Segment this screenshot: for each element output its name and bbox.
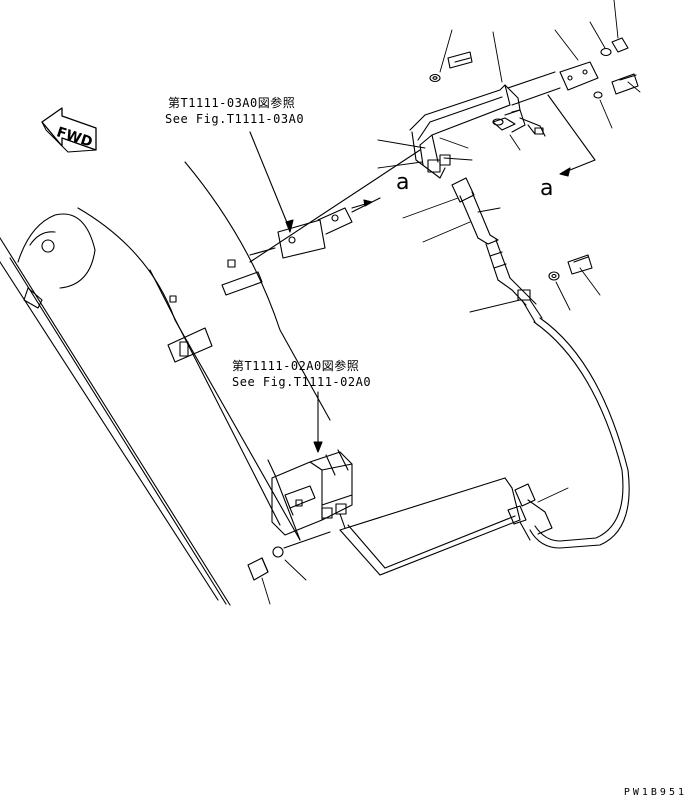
drawing-code: PW1B951	[623, 787, 687, 798]
ref-upper-leader	[249, 131, 291, 231]
ref-upper-en: See Fig.T1111-03A0	[165, 112, 305, 126]
ref-lower-jp: 第T1111-02A0図参照	[232, 359, 360, 373]
ref-upper-jp: 第T1111-03A0図参照	[168, 96, 296, 110]
boom-frame-outline	[0, 161, 331, 606]
flex-hose	[529, 317, 630, 549]
view-label-a-left: a	[396, 170, 410, 195]
upper-hose-fittings	[451, 177, 543, 323]
upper-bracket	[249, 197, 381, 259]
view-label-a-right: a	[540, 176, 554, 201]
bottom-nut-plug	[247, 531, 331, 581]
hose-bolt	[548, 254, 593, 281]
valve-block	[271, 449, 353, 536]
top-bolt	[429, 51, 473, 83]
frame-clamps	[167, 259, 263, 363]
right-bracket	[559, 37, 639, 99]
lower-tube	[339, 477, 521, 576]
callout-leaders	[261, 0, 641, 605]
fwd-arrow-icon: FWD	[41, 107, 97, 153]
view-a-arrow-right	[547, 94, 596, 173]
ref-upper-arrowhead	[285, 219, 294, 233]
pin-clip	[492, 109, 546, 137]
ref-lower-en: See Fig.T1111-02A0	[232, 375, 372, 389]
lower-fittings	[507, 483, 553, 541]
ref-lower-arrowhead	[313, 441, 323, 453]
pipe-guide-line	[249, 149, 421, 263]
fwd-label: FWD	[55, 124, 95, 151]
